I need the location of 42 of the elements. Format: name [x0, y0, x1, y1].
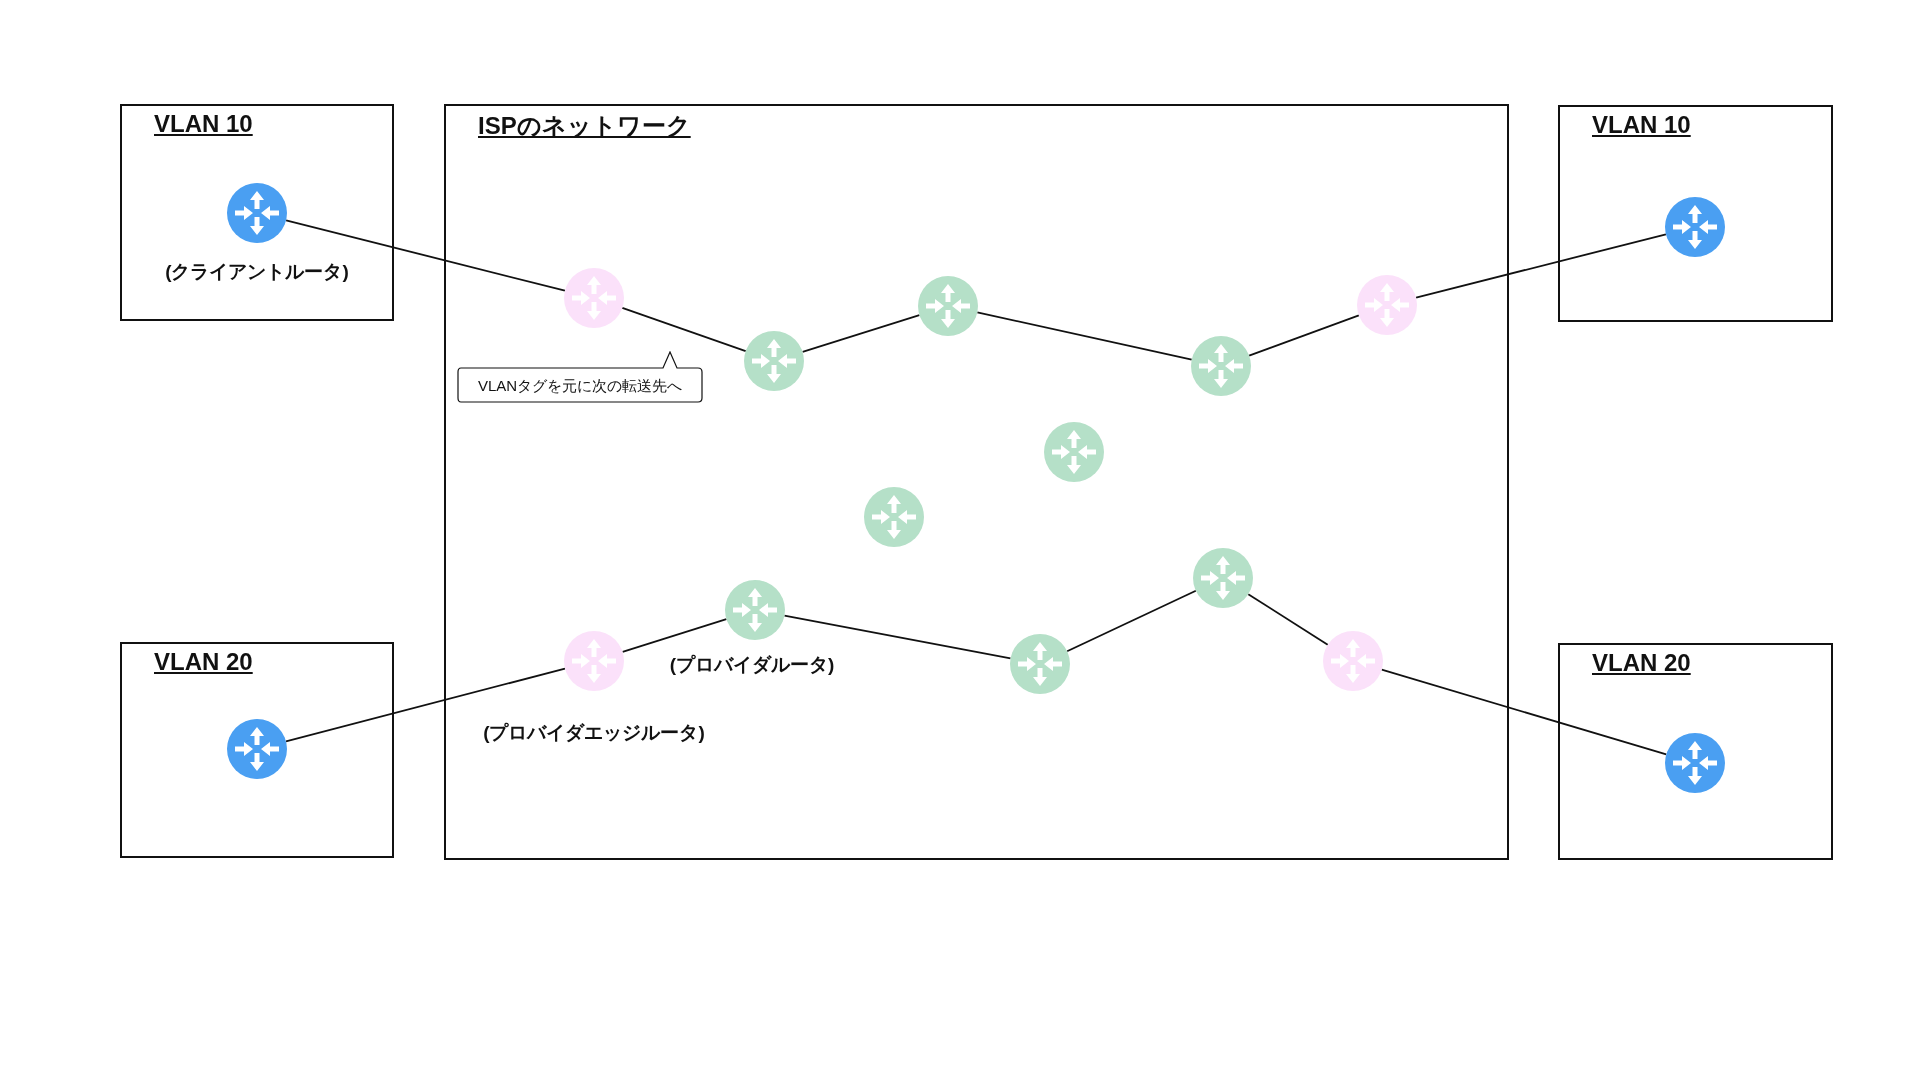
router-icon [864, 487, 924, 547]
connector-line [801, 314, 921, 353]
group-title: VLAN 10 [1592, 111, 1691, 139]
group-frame [1558, 105, 1833, 322]
router-label: (クライアントルータ) [165, 260, 349, 284]
router-icon [1665, 197, 1725, 257]
group-title: VLAN 20 [154, 648, 253, 676]
connector-line [621, 618, 728, 653]
group-frame [444, 104, 1509, 860]
router-icon [1665, 733, 1725, 793]
router-icon [1010, 634, 1070, 694]
group-frame [1558, 643, 1833, 860]
connector-line [621, 307, 747, 352]
connector-line [976, 311, 1193, 361]
connector-line [783, 614, 1012, 660]
callout-bubble: VLANタグを元に次の転送先へ [457, 351, 703, 403]
router-label: (プロバイダルータ) [669, 653, 835, 677]
connector-line [1247, 593, 1329, 646]
connector-line [285, 219, 566, 292]
connector-line [1248, 314, 1360, 357]
group-frame [120, 642, 394, 858]
group-title: ISPのネットワーク [478, 111, 691, 141]
group-title: VLAN 20 [1592, 649, 1691, 677]
connector-line [1380, 668, 1668, 756]
router-icon [725, 580, 785, 640]
router-icon [564, 268, 624, 328]
router-icon [918, 276, 978, 336]
connector-line [1066, 589, 1197, 653]
router-icon [1357, 275, 1417, 335]
router-icon [564, 631, 624, 691]
router-icon [227, 719, 287, 779]
router-icon [1191, 336, 1251, 396]
group-frame [120, 104, 394, 321]
router-icon [227, 183, 287, 243]
router-icon [1323, 631, 1383, 691]
router-icon [744, 331, 804, 391]
router-icon [1193, 548, 1253, 608]
connector-line [285, 667, 566, 743]
group-title: VLAN 10 [154, 110, 253, 138]
connector-line [1415, 233, 1667, 299]
router-icon [1044, 422, 1104, 482]
router-label: (プロバイダエッジルータ) [483, 721, 705, 745]
